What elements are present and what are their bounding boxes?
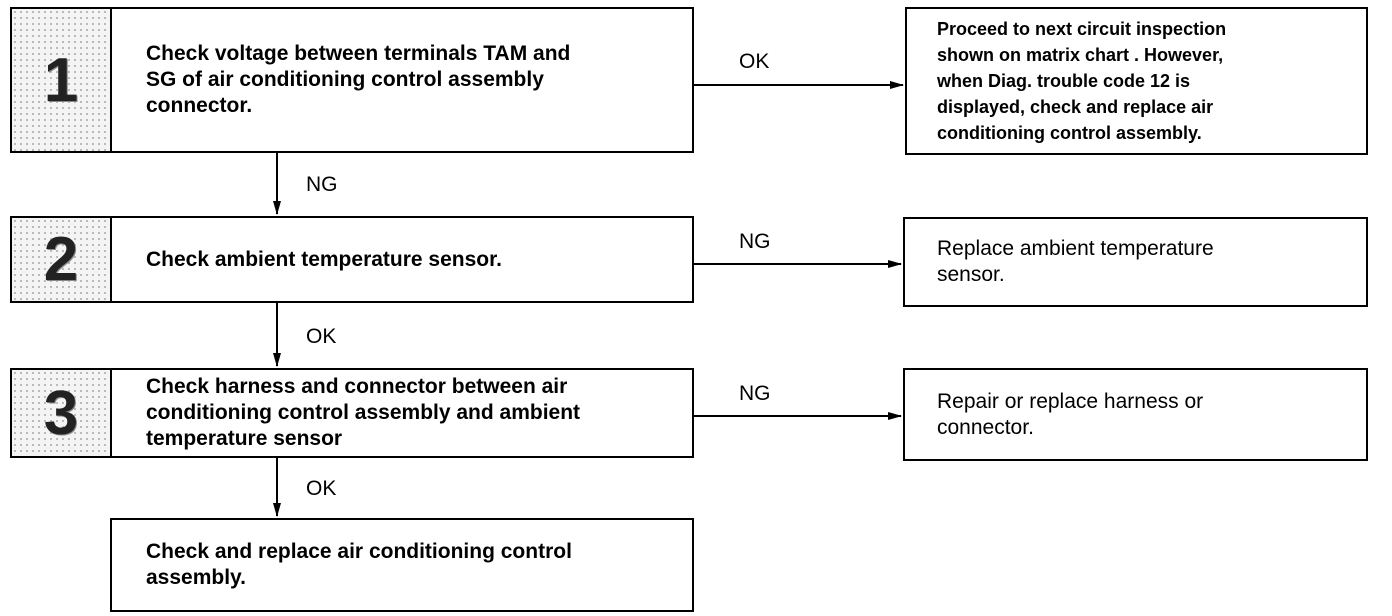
label-step1-right: OK <box>739 50 770 73</box>
step-3-number: 3 <box>12 370 112 456</box>
step-1-box: 1 Check voltage between terminals TAM an… <box>10 7 694 153</box>
result-1-text: Proceed to next circuit inspection shown… <box>937 19 1227 143</box>
step-2-number: 2 <box>12 218 112 301</box>
step-2-text: Check ambient temperature sensor. <box>146 247 502 271</box>
label-step1-down: NG <box>306 173 338 196</box>
label-step2-down: OK <box>306 325 337 348</box>
result-2-text: Replace ambient temperature sensor. <box>937 237 1214 286</box>
step-1-text: Check voltage between terminals TAM and … <box>146 42 571 117</box>
step-2-box: 2 Check ambient temperature sensor. <box>10 216 694 303</box>
label-step3-down: OK <box>306 477 337 500</box>
label-step2-right: NG <box>739 230 771 253</box>
step-1-number: 1 <box>12 9 112 151</box>
result-1-box: Proceed to next circuit inspection shown… <box>905 7 1368 155</box>
final-text: Check and replace air conditioning contr… <box>146 540 572 589</box>
label-step3-right: NG <box>739 382 771 405</box>
step-3-text: Check harness and connector between air … <box>146 375 581 450</box>
step-3-box: 3 Check harness and connector between ai… <box>10 368 694 458</box>
result-3-box: Repair or replace harness or connector. <box>903 368 1368 461</box>
result-3-text: Repair or replace harness or connector. <box>937 389 1204 439</box>
result-2-box: Replace ambient temperature sensor. <box>903 217 1368 307</box>
final-box: Check and replace air conditioning contr… <box>110 518 694 612</box>
